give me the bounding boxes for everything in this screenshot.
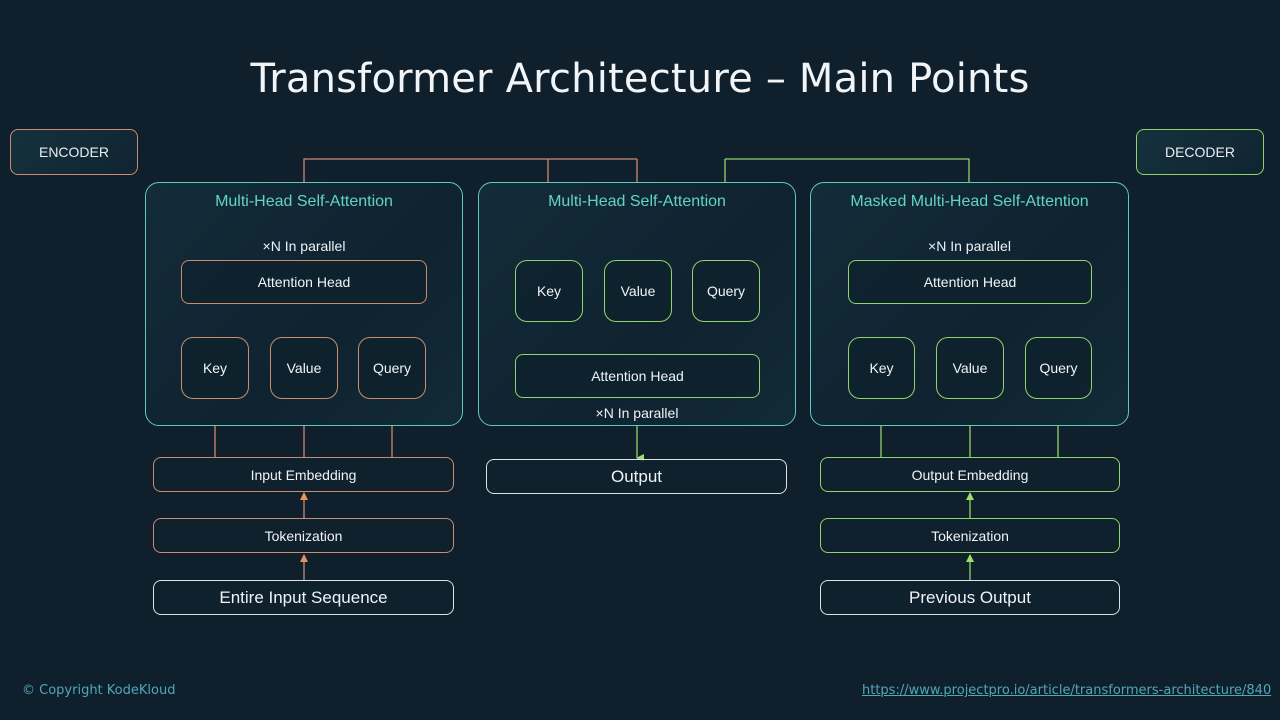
encoder-input-embedding: Input Embedding bbox=[153, 457, 454, 492]
cross-query: Query bbox=[692, 260, 760, 322]
decoder-tag: DECODER bbox=[1136, 129, 1264, 175]
encoder-parallel-label: ×N In parallel bbox=[262, 238, 346, 254]
wire-encoder-to-cross bbox=[303, 158, 637, 183]
decoder-previous-output: Previous Output bbox=[820, 580, 1120, 615]
cross-value: Value bbox=[604, 260, 672, 322]
decoder-panel-title: Masked Multi-Head Self-Attention bbox=[850, 193, 1089, 210]
encoder-tokenization: Tokenization bbox=[153, 518, 454, 553]
cross-output: Output bbox=[486, 459, 787, 494]
decoder-value: Value bbox=[936, 337, 1004, 399]
decoder-output-embedding: Output Embedding bbox=[820, 457, 1120, 492]
cross-attention-head: Attention Head bbox=[515, 354, 760, 398]
decoder-query: Query bbox=[1025, 337, 1092, 399]
encoder-value: Value bbox=[270, 337, 338, 399]
cross-parallel-label: ×N In parallel bbox=[595, 405, 679, 421]
wire-decoder-to-cross bbox=[725, 158, 970, 183]
page-title: Transformer Architecture – Main Points bbox=[250, 56, 1030, 102]
decoder-key: Key bbox=[848, 337, 915, 399]
decoder-tokenization: Tokenization bbox=[820, 518, 1120, 553]
cross-key: Key bbox=[515, 260, 583, 322]
encoder-key: Key bbox=[181, 337, 249, 399]
cross-panel-title: Multi-Head Self-Attention bbox=[548, 193, 726, 210]
decoder-attention-head: Attention Head bbox=[848, 260, 1092, 304]
source-link[interactable]: https://www.projectpro.io/article/transf… bbox=[862, 683, 1272, 698]
copyright-text: © Copyright KodeKloud bbox=[22, 683, 176, 698]
encoder-panel-title: Multi-Head Self-Attention bbox=[215, 193, 393, 210]
encoder-input-sequence: Entire Input Sequence bbox=[153, 580, 454, 615]
encoder-tag: ENCODER bbox=[10, 129, 138, 175]
encoder-attention-head: Attention Head bbox=[181, 260, 427, 304]
decoder-parallel-label: ×N In parallel bbox=[928, 238, 1011, 254]
encoder-query: Query bbox=[358, 337, 426, 399]
